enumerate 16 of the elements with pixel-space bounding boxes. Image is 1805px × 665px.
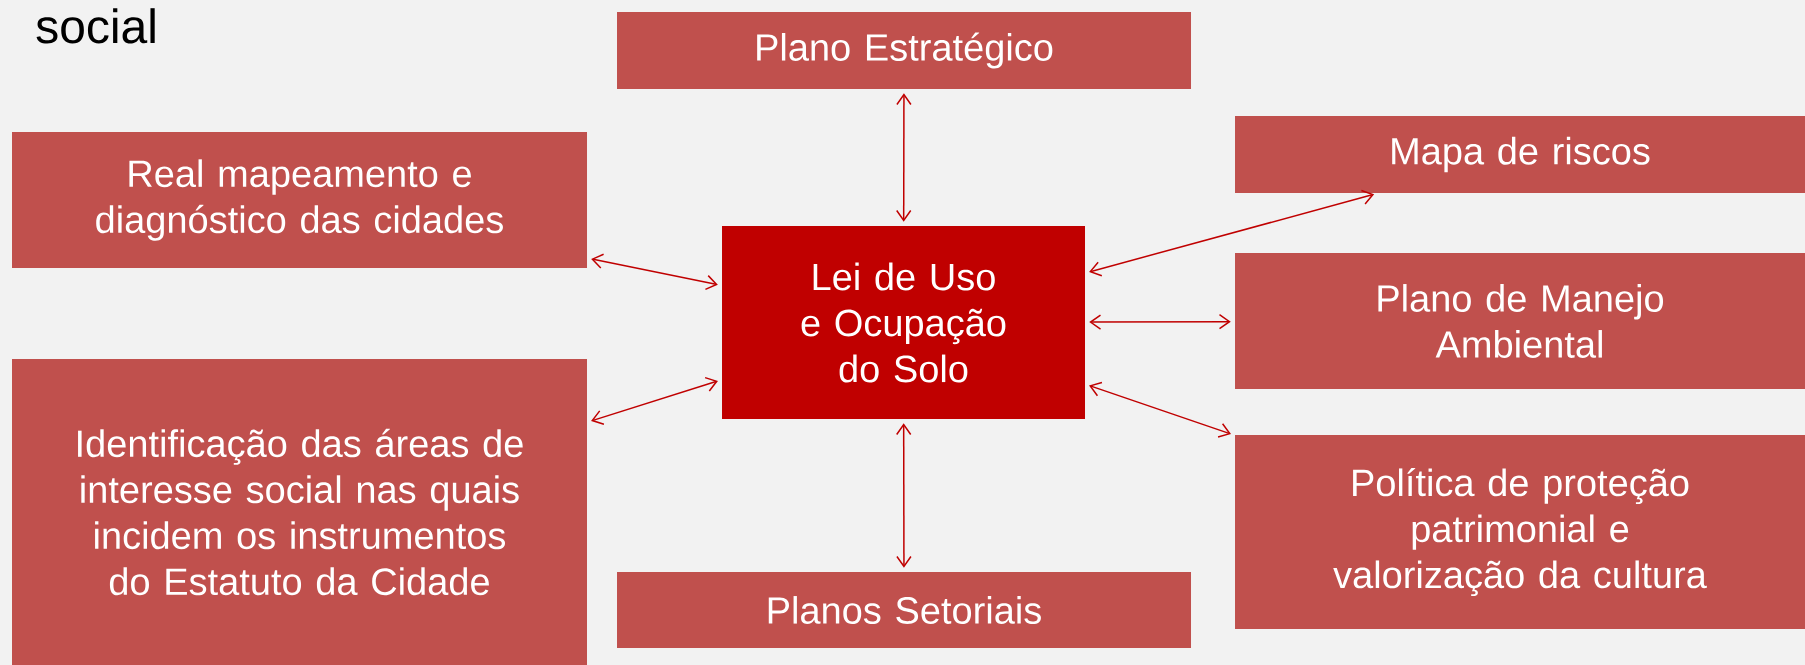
heading-fragment: social (36, 8, 155, 44)
topic-box: Política de proteção patrimonial e valorização da cultura (1235, 435, 1805, 629)
arrow (1089, 314, 1231, 330)
topic-box: Identificação das áreas de interesse social nas quais incidem os instrumentos do Estatuto da Cidade (12, 359, 587, 665)
topic-box: Plano Estratégico (617, 12, 1191, 89)
topic-box: Plano de Manejo Ambiental (1235, 253, 1805, 389)
topic-box: Mapa de riscos (1235, 116, 1805, 193)
topic-box: Real mapeamento e diagnóstico das cidades (12, 132, 587, 268)
arrow (1089, 189, 1375, 277)
topic-box: Planos Setoriais (617, 572, 1191, 648)
arrow (591, 253, 718, 291)
arrow (591, 376, 718, 425)
arrow (895, 93, 912, 222)
central-box: Lei de Uso e Ocupação do Solo (722, 226, 1085, 419)
arrow (1089, 381, 1232, 438)
arrow (895, 423, 912, 568)
